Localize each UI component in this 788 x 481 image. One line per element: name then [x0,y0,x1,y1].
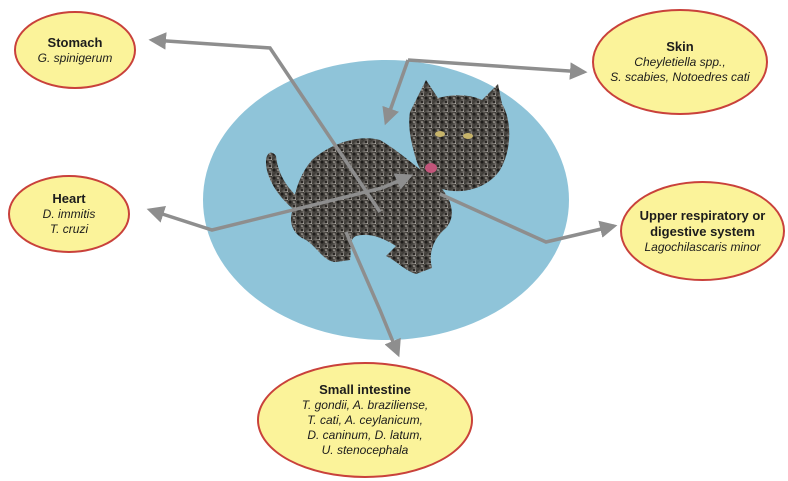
cat-eye-right [463,133,473,139]
node-heart-parasite-line: T. cruzi [49,222,89,236]
node-small-intestine: Small intestine T. gondii, A. braziliens… [257,362,473,478]
cat-image [266,80,510,274]
node-intestine-parasite-line: D. caninum, D. latum, [307,428,423,442]
cat-body [290,138,452,274]
node-stomach: Stomach G. spinigerum [14,11,136,89]
node-upper-title-line: Upper respiratory or [639,207,766,223]
arrow-stomach [148,32,382,213]
node-upper-parasite: Lagochilascaris minor [644,239,761,254]
node-intestine-parasite-line: T. gondii, A. braziliense, [301,398,429,412]
node-heart-parasite-line: D. immitis [42,207,96,221]
arrow-intestine [344,231,401,358]
cat-eye-left [435,131,445,137]
node-skin-title: Skin [666,39,694,54]
node-stomach-parasite: G. spinigerum [37,50,113,65]
arrow-upper [439,192,618,244]
node-heart-title: Heart [52,191,86,206]
arrow-skin [407,58,588,80]
node-stomach-title: Stomach [47,34,103,50]
node-skin-parasite-line: Cheyletiella spp., [634,55,726,69]
arrow-heart [146,186,383,232]
node-heart: Heart D. immitis T. cruzi [8,175,130,253]
node-upper-respiratory-digestive: Upper respiratory or digestive system La… [620,181,785,281]
arrows [146,32,618,358]
node-intestine-parasite-line: U. stenocephala [321,443,409,457]
arrow-heart-back [381,173,414,190]
cat-tongue [425,163,437,173]
cat-head [409,80,510,192]
node-intestine-title: Small intestine [319,382,411,397]
node-skin: Skin Cheyletiella spp., S. scabies, Noto… [592,9,768,115]
node-upper-title-line: digestive system [650,223,755,239]
arrow-skin-back [382,59,410,126]
node-intestine-parasite-line: T. cati, A. ceylanicum, [307,413,423,427]
node-skin-parasite-line: S. scabies, Notoedres cati [610,70,750,84]
cat-tail [266,152,302,208]
